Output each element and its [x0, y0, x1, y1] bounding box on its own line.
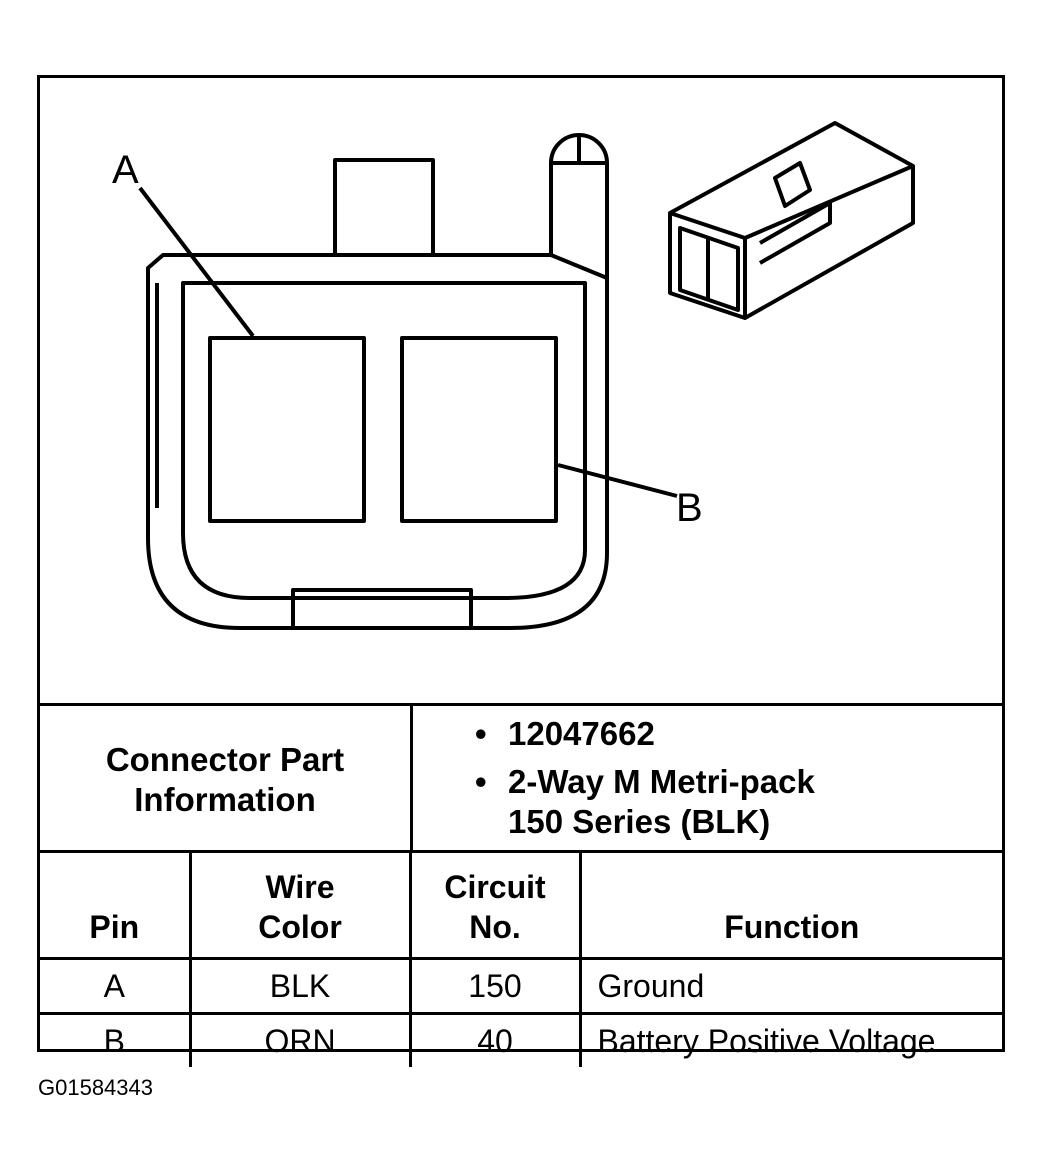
connector-type: 2-Way M Metri-pack 150 Series (BLK) — [508, 763, 815, 840]
header-function: Function — [578, 850, 1002, 960]
connector-part-info-label: Connector Part Information — [40, 706, 413, 853]
pin-table-header-row: Pin Wire Color Circuit No. Function — [40, 850, 1002, 960]
leader-line-a — [138, 186, 255, 338]
table-row: B ORN 40 Battery Positive Voltage — [40, 1012, 1002, 1067]
function-cell: Battery Positive Voltage — [578, 1012, 1002, 1067]
latch-tab — [333, 158, 435, 257]
table-row: A BLK 150 Ground — [40, 957, 1002, 1015]
cavity-b — [400, 336, 558, 523]
figure-id: G01584343 — [38, 1075, 153, 1100]
bottom-key — [291, 588, 473, 630]
circuit-no-cell: 150 — [408, 957, 582, 1015]
connector-part-info-label-text: Connector Part Information — [105, 740, 345, 818]
header-wire-color: Wire Color — [188, 850, 412, 960]
connector-type-item: 2-Way M Metri-pack 150 Series (BLK) — [413, 762, 1002, 842]
wire-color-cell: ORN — [188, 1012, 412, 1067]
leader-line-b — [557, 463, 678, 498]
connector-outer-shell — [146, 253, 609, 630]
part-number-item: 12047662 — [413, 714, 1002, 754]
function-cell: Ground — [578, 957, 1002, 1015]
wire-color-cell: BLK — [188, 957, 412, 1015]
connector-figure-frame: A B Connector Part Information 12047662 … — [37, 75, 1005, 1067]
pin-cell: A — [40, 957, 192, 1015]
pin-cell: B — [40, 1012, 192, 1067]
connector-part-info-row: Connector Part Information 12047662 2-Wa… — [40, 703, 1002, 853]
pin-table: Pin Wire Color Circuit No. Function A BL… — [40, 850, 1002, 1067]
connector-drawing: A B — [40, 78, 1002, 703]
header-circuit-no: Circuit No. — [408, 850, 582, 960]
cavity-a — [208, 336, 366, 523]
circuit-no-cell: 40 — [408, 1012, 582, 1067]
connector-part-info-list: 12047662 2-Way M Metri-pack 150 Series (… — [413, 706, 1002, 853]
connector-iso-view — [668, 121, 915, 320]
connector-inner-contour — [181, 281, 587, 600]
header-pin: Pin — [40, 850, 192, 960]
connector-face-svg — [138, 121, 915, 630]
part-number: 12047662 — [508, 715, 655, 752]
callout-a: A — [112, 148, 139, 192]
callout-b: B — [676, 486, 703, 530]
